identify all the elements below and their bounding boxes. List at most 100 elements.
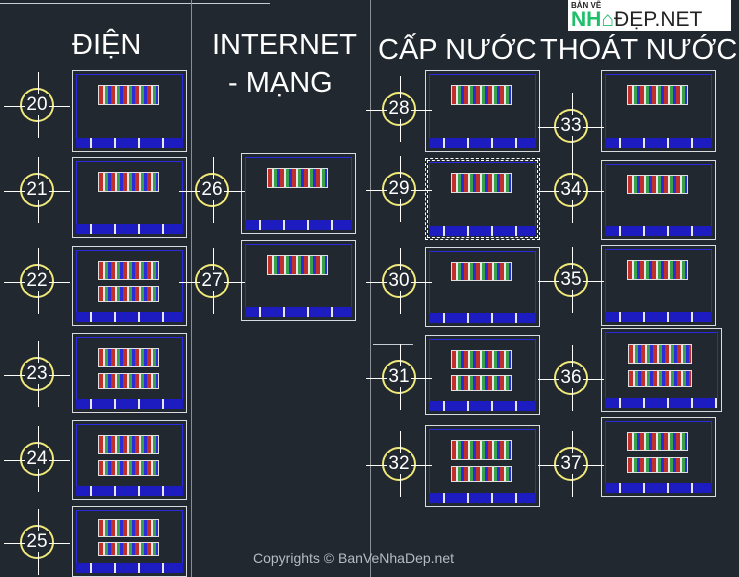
title-block: [76, 486, 183, 496]
drawing-sheet-24[interactable]: [72, 420, 187, 500]
heading-thoat-nuoc: THOÁT NƯỚC: [540, 34, 738, 66]
sheet-number: 32: [387, 453, 411, 474]
column-divider: [370, 0, 371, 577]
drawing-sheet-29[interactable]: [425, 158, 540, 240]
floor-plan: [266, 168, 328, 188]
drawing-sheet-22[interactable]: [72, 246, 187, 326]
sheet-number: 30: [387, 270, 411, 291]
title-block: [245, 307, 352, 317]
title-block: [76, 138, 183, 148]
title-block: [429, 226, 536, 236]
drawing-sheet-27[interactable]: [241, 240, 356, 321]
short-line: [373, 344, 413, 345]
sheet-number: 21: [25, 179, 49, 200]
copyright: Copyrights © BanVeNhaDep.net: [253, 550, 454, 566]
title-block: [429, 313, 536, 323]
floor-plan: [626, 85, 688, 105]
floor-plan: [97, 435, 159, 455]
floor-plan: [628, 343, 693, 364]
sheet-number-marker: 28: [366, 76, 432, 142]
floor-plan: [450, 440, 512, 460]
sheet-number: 22: [25, 270, 49, 291]
sheet-number-marker: 25: [4, 509, 70, 575]
floor-plan: [97, 519, 159, 537]
drawing-sheet-21[interactable]: [72, 157, 187, 238]
drawing-sheet-34[interactable]: [601, 160, 716, 240]
title-block: [76, 563, 183, 573]
sheet-number-marker: 32: [366, 431, 432, 497]
logo-nh: NH: [571, 8, 602, 31]
title-block: [429, 401, 536, 411]
sheet-number: 23: [25, 363, 49, 384]
sheet-number-marker: 22: [4, 248, 70, 314]
sheet-number-marker: 33: [538, 93, 604, 159]
drawing-sheet-26[interactable]: [241, 153, 356, 234]
sheet-number-marker: 21: [4, 157, 70, 223]
drawing-sheet-35[interactable]: [601, 245, 716, 326]
floor-plan: [97, 460, 159, 477]
floor-plan: [97, 348, 159, 368]
floor-plan: [450, 173, 512, 193]
sheet-number: 25: [25, 531, 49, 552]
sheet-number: 36: [559, 367, 583, 388]
heading-cap-nuoc: CẤP NƯỚC: [378, 34, 537, 66]
floor-plan: [626, 175, 688, 195]
title-block: [605, 398, 718, 408]
sheet-number-marker: 20: [4, 72, 70, 138]
sheet-number-marker: 26: [179, 157, 245, 223]
sheet-number: 33: [559, 115, 583, 136]
floor-plan: [626, 260, 688, 280]
sheet-number-marker: 24: [4, 426, 70, 492]
drawing-sheet-23[interactable]: [72, 333, 187, 413]
floor-plan: [97, 286, 159, 303]
title-block: [245, 220, 352, 230]
sheet-number: 28: [387, 98, 411, 119]
sheet-number-marker: 30: [366, 248, 432, 314]
drawing-sheet-25[interactable]: [72, 506, 187, 577]
heading-mang: - MẠNG: [228, 67, 333, 99]
sheet-number: 34: [559, 179, 583, 200]
floor-plan: [97, 373, 159, 390]
title-block: [605, 138, 712, 148]
sheet-number: 37: [559, 453, 583, 474]
drawing-sheet-32[interactable]: [425, 425, 540, 507]
floor-plan: [628, 370, 693, 387]
sheet-number: 26: [200, 179, 224, 200]
floor-plan: [450, 466, 512, 483]
sheet-number: 31: [387, 366, 411, 387]
drawing-sheet-36[interactable]: [601, 328, 722, 412]
floor-plan: [97, 261, 159, 281]
logo: BẢN VẼ NH⌂ĐẸP.NET: [568, 0, 731, 31]
floor-plan: [450, 85, 512, 105]
title-block: [76, 399, 183, 409]
drawing-sheet-20[interactable]: [72, 70, 187, 152]
sheet-number-marker: 36: [538, 345, 604, 411]
floor-plan: [97, 172, 159, 192]
column-divider: [191, 0, 192, 577]
title-block: [605, 483, 712, 493]
drawing-sheet-33[interactable]: [601, 70, 716, 152]
heading-dien: ĐIỆN: [72, 29, 142, 61]
drawing-sheet-37[interactable]: [601, 417, 716, 497]
floor-plan: [626, 457, 688, 474]
logo-rest: ĐẸP.NET: [614, 8, 703, 31]
drawing-sheet-28[interactable]: [425, 70, 540, 152]
floor-plan: [450, 262, 512, 282]
house-icon: ⌂: [601, 8, 615, 31]
sheet-number-marker: 37: [538, 431, 604, 497]
logo-small: BẢN VẼ: [571, 1, 602, 10]
sheet-number-marker: 35: [538, 247, 604, 313]
title-block: [76, 312, 183, 322]
sheet-number-marker: 27: [179, 248, 245, 314]
drawing-sheet-30[interactable]: [425, 247, 540, 327]
floor-plan: [97, 541, 159, 556]
title-block: [429, 493, 536, 503]
title-block: [605, 226, 712, 236]
sheet-number-marker: 31: [366, 344, 432, 410]
title-block: [429, 138, 536, 148]
heading-internet: INTERNET: [212, 29, 357, 61]
floor-plan: [450, 350, 512, 370]
title-block: [605, 312, 712, 322]
drawing-sheet-31[interactable]: [425, 335, 540, 415]
floor-plan: [450, 375, 512, 392]
